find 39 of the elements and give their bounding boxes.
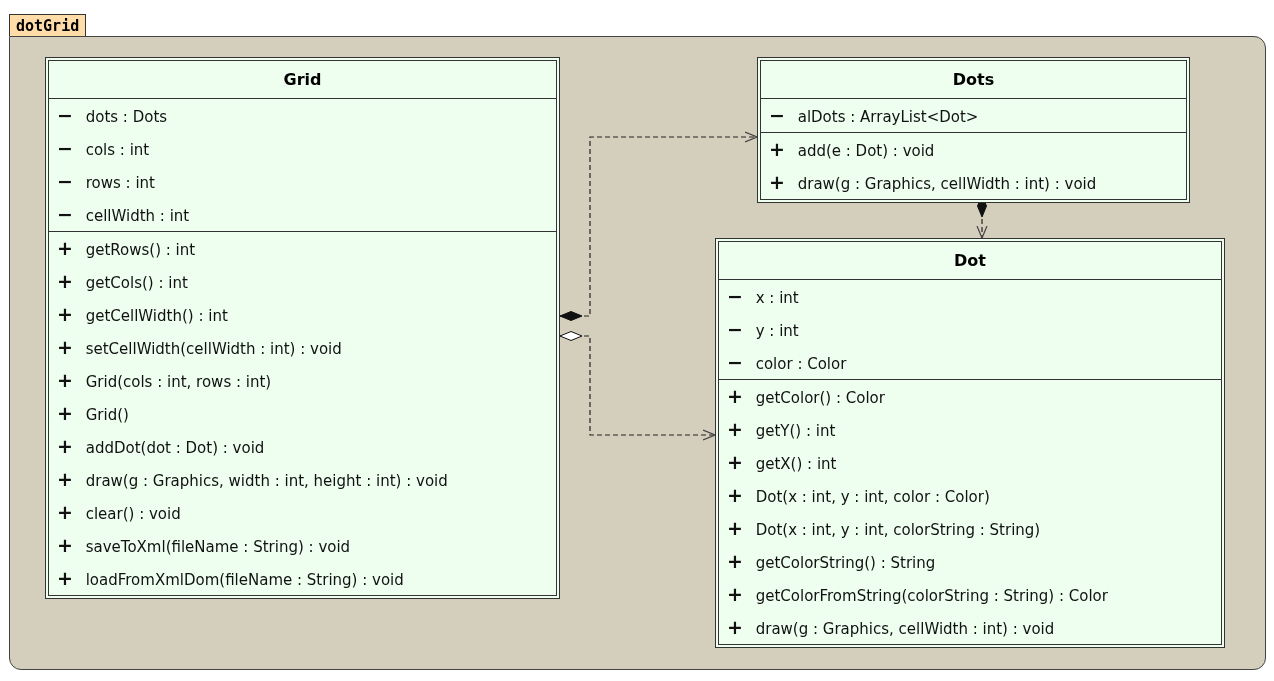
attribute-text: − x : int [727,284,799,309]
operation-text: + getColor() : Color [727,384,885,409]
operation-text: + Grid(cols : int, rows : int) [57,368,272,393]
class-box [45,57,560,599]
attribute-text: − rows : int [57,169,155,194]
operation-text: + getColorString() : String [727,549,936,574]
class-name: Dots [761,61,1186,99]
operation-text: + getRows() : int [57,236,196,261]
package-frame [9,14,1266,670]
class-box [757,57,1190,203]
operation-text: + getColorFromString(colorString : String) : Color [727,582,1108,607]
operation-text: + getCols() : int [57,269,188,294]
operation-text: + add(e : Dot) : void [769,137,935,162]
operation-text: + Dot(x : int, y : int, colorString : String) [727,516,1041,541]
operation-text: + clear() : void [57,500,181,525]
operation-text: + addDot(dot : Dot) : void [57,434,265,459]
package-name-tab: dotGrid [9,14,87,36]
operation-text: + draw(g : Graphics, cellWidth : int) : void [727,615,1055,640]
attribute-text: − cellWidth : int [57,202,190,227]
operation-text: + getY() : int [727,417,836,442]
association-arrow [559,131,758,321]
operation-text: + getX() : int [727,450,837,475]
association-arrow [559,331,716,441]
operation-text: + getCellWidth() : int [57,302,228,327]
operation-text: + saveToXml(fileName : String) : void [57,533,351,558]
operation-text: + setCellWidth(cellWidth : int) : void [57,335,342,360]
operation-text: + loadFromXmlDom(fileName : String) : void [57,566,404,591]
attribute-text: − y : int [727,317,799,342]
class-name: Dot [719,242,1221,280]
attribute-text: − color : Color [727,350,847,375]
attribute-text: − alDots : ArrayList<Dot> [769,103,979,128]
class-name: Grid [49,61,556,99]
operation-text: + draw(g : Graphics, cellWidth : int) : void [769,170,1097,195]
operation-text: + draw(g : Graphics, width : int, height : int) : void [57,467,448,492]
operation-text: + Grid() [57,401,129,426]
attribute-text: − dots : Dots [57,103,168,128]
attribute-text: − cols : int [57,136,150,161]
operation-text: + Dot(x : int, y : int, color : Color) [727,483,990,508]
class-box [715,238,1225,648]
